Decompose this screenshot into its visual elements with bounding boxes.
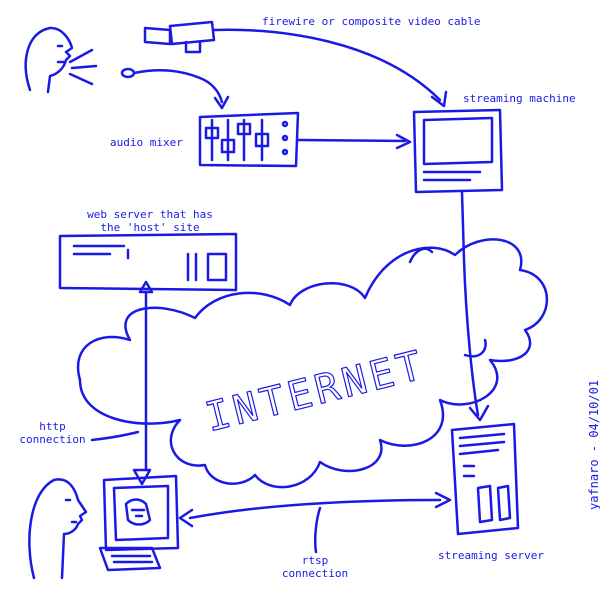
- presenter-head-icon: [26, 28, 96, 92]
- web-server-label: web server that has the 'host' site: [60, 208, 240, 234]
- author-signature: yafnaro - 04/10/01: [587, 379, 600, 510]
- streaming-server-label: streaming server: [438, 549, 544, 562]
- http-connection-label: http connection: [15, 420, 90, 446]
- microphone-icon: [122, 69, 228, 108]
- http-connection-arrow: [92, 282, 152, 484]
- rtsp-label-line2: connection: [281, 567, 349, 580]
- streaming-machine-icon: [414, 110, 502, 420]
- audio-mixer-label: audio mixer: [110, 136, 183, 149]
- web-server-icon: [60, 234, 236, 290]
- streaming-machine-label: streaming machine: [463, 92, 576, 105]
- internet-label: INTERNET: [201, 342, 430, 441]
- rtsp-connection-arrow: [180, 493, 450, 552]
- web-server-label-line1: web server that has: [87, 208, 213, 221]
- web-server-label-line2: the 'host' site: [100, 221, 200, 234]
- http-label-line1: http: [39, 420, 66, 433]
- audio-mixer-icon: [200, 113, 410, 166]
- rtsp-label-line1: rtsp: [301, 554, 329, 567]
- rtsp-connection-label: rtsp connection: [270, 554, 360, 580]
- client-computer-icon: [100, 476, 178, 570]
- http-label-line2: connection: [19, 433, 86, 446]
- video-camera-icon: [145, 22, 446, 106]
- video-cable-label: firewire or composite video cable: [262, 15, 481, 28]
- viewer-head-icon: [29, 479, 86, 578]
- internet-cloud-icon: [78, 239, 547, 487]
- streaming-server-icon: [452, 424, 518, 534]
